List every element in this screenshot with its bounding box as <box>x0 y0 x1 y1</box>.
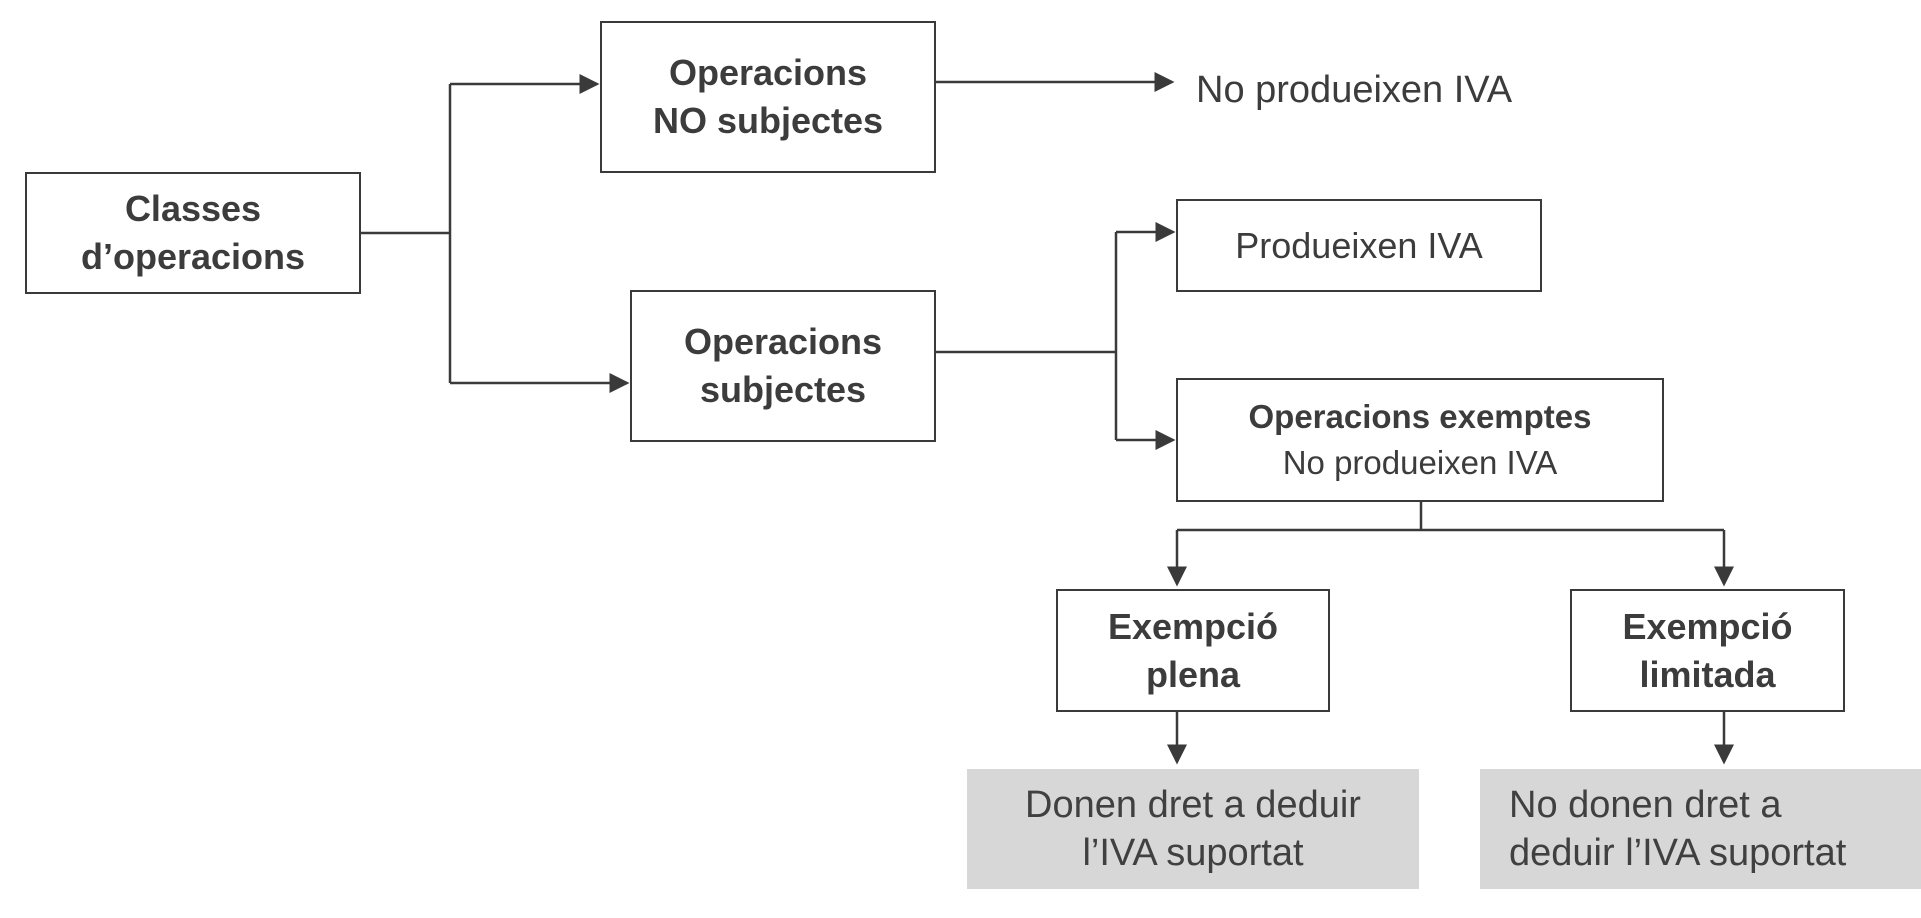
no-subject-line1: Operacions <box>668 52 868 93</box>
limited-result-line2: deduir l’IVA suportat <box>1509 832 1847 874</box>
full-exemption-node: Exempció plena <box>1056 589 1330 712</box>
full-exemption-line2: plena <box>1145 653 1240 695</box>
exempt-node: Operacions exemptes No produeixen IVA <box>1176 378 1664 502</box>
full-result-box: Donen dret a deduir l’IVA suportat <box>967 769 1419 889</box>
produce-vat-label: Produeixen IVA <box>1235 224 1483 266</box>
limited-exemption-line2: limitada <box>1639 653 1776 695</box>
full-result-line1: Donen dret a deduir <box>1025 784 1361 826</box>
no-subject-node: Operacions NO subjectes <box>600 21 936 173</box>
full-exemption-line1: Exempció <box>1107 605 1279 647</box>
produce-vat-node: Produeixen IVA <box>1176 199 1542 292</box>
root-line2: d’operacions <box>80 236 306 277</box>
limited-exemption-line1: Exempció <box>1622 605 1793 647</box>
subject-line2: subjectes <box>699 369 867 410</box>
no-subject-line2: NO subjectes <box>652 100 884 141</box>
no-subject-result-label: No produeixen IVA <box>1196 69 1513 111</box>
subject-line1: Operacions <box>683 321 883 362</box>
full-result-line2: l’IVA suportat <box>1082 832 1304 874</box>
root-line1: Classes <box>124 188 262 229</box>
root-node: Classes d’operacions <box>25 172 361 294</box>
exempt-line2: No produeixen IVA <box>1282 444 1558 481</box>
limited-result-line1: No donen dret a <box>1509 784 1782 826</box>
limited-exemption-node: Exempció limitada <box>1570 589 1845 712</box>
limited-result-box: No donen dret a deduir l’IVA suportat <box>1480 769 1921 889</box>
exempt-line1: Operacions exemptes <box>1248 398 1592 435</box>
subject-node: Operacions subjectes <box>630 290 936 442</box>
